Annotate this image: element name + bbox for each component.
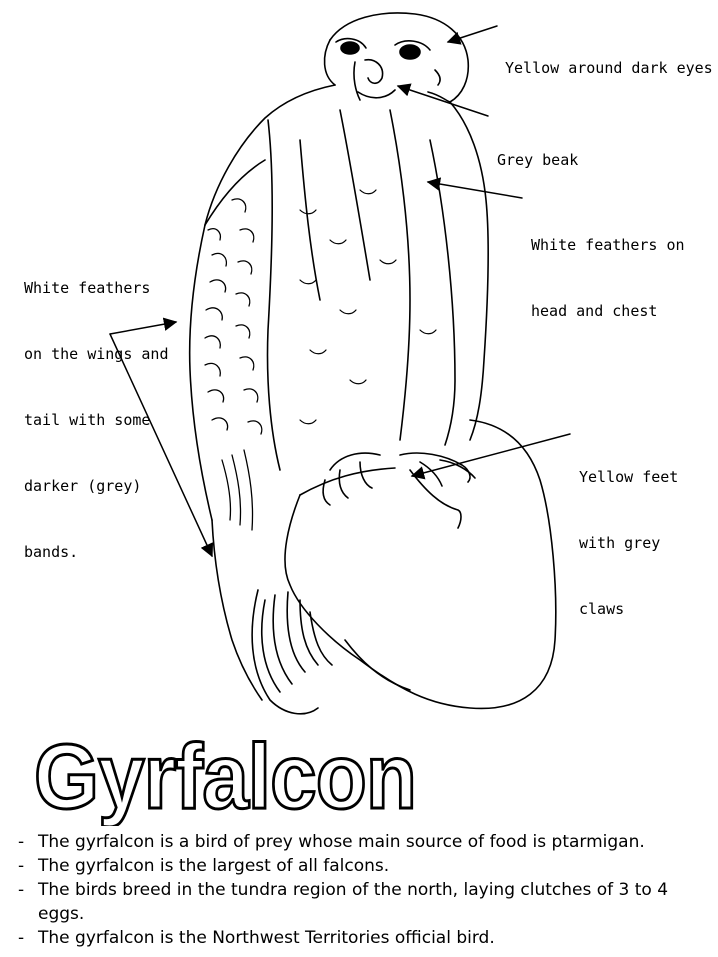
falcon-head xyxy=(323,12,470,103)
label-chest: White feathers on head and chest xyxy=(531,190,685,344)
page-title-text: Gyrfalcon xyxy=(34,726,416,826)
arrow-beak xyxy=(396,83,489,117)
chest-feathers xyxy=(299,189,437,425)
perch-stump xyxy=(284,419,557,710)
falcon-feet xyxy=(322,452,476,529)
wing-feathers xyxy=(204,198,263,531)
label-feet: Yellow feet with grey claws xyxy=(579,422,678,642)
list-item: The birds breed in the tundra region of … xyxy=(16,878,716,926)
label-wings-line: White feathers xyxy=(24,279,151,297)
facts-list: The gyrfalcon is a bird of prey whose ma… xyxy=(16,830,716,950)
label-wings-line: on the wings and xyxy=(24,345,169,363)
label-eyes: Yellow around dark eyes xyxy=(505,13,713,101)
list-item: The gyrfalcon is the largest of all falc… xyxy=(16,854,716,878)
page-title: Gyrfalcon xyxy=(34,726,419,826)
label-wings: White feathers on the wings and tail wit… xyxy=(24,233,169,585)
label-feet-line: with grey xyxy=(579,534,661,552)
arrow-wings-lower xyxy=(109,333,214,558)
list-item: The gyrfalcon is the Northwest Territori… xyxy=(16,926,716,950)
label-feet-line: claws xyxy=(579,600,625,618)
arrow-chest xyxy=(426,177,523,199)
label-beak-text: Grey beak xyxy=(497,151,579,169)
arrow-feet xyxy=(410,433,571,480)
list-item: The gyrfalcon is a bird of prey whose ma… xyxy=(16,830,716,854)
label-arrows xyxy=(109,25,571,558)
label-wings-line: bands. xyxy=(24,543,79,561)
label-chest-line: White feathers on xyxy=(531,236,685,254)
label-chest-line: head and chest xyxy=(531,302,658,320)
label-beak: Grey beak xyxy=(497,105,578,193)
label-eyes-text: Yellow around dark eyes xyxy=(505,59,713,77)
falcon-body xyxy=(188,84,489,701)
tail-feathers xyxy=(251,589,333,715)
label-feet-line: Yellow feet xyxy=(579,468,679,486)
label-wings-line: tail with some xyxy=(24,411,151,429)
arrow-wings-upper xyxy=(109,317,178,335)
label-wings-line: darker (grey) xyxy=(24,477,142,495)
arrow-eyes xyxy=(446,25,498,45)
